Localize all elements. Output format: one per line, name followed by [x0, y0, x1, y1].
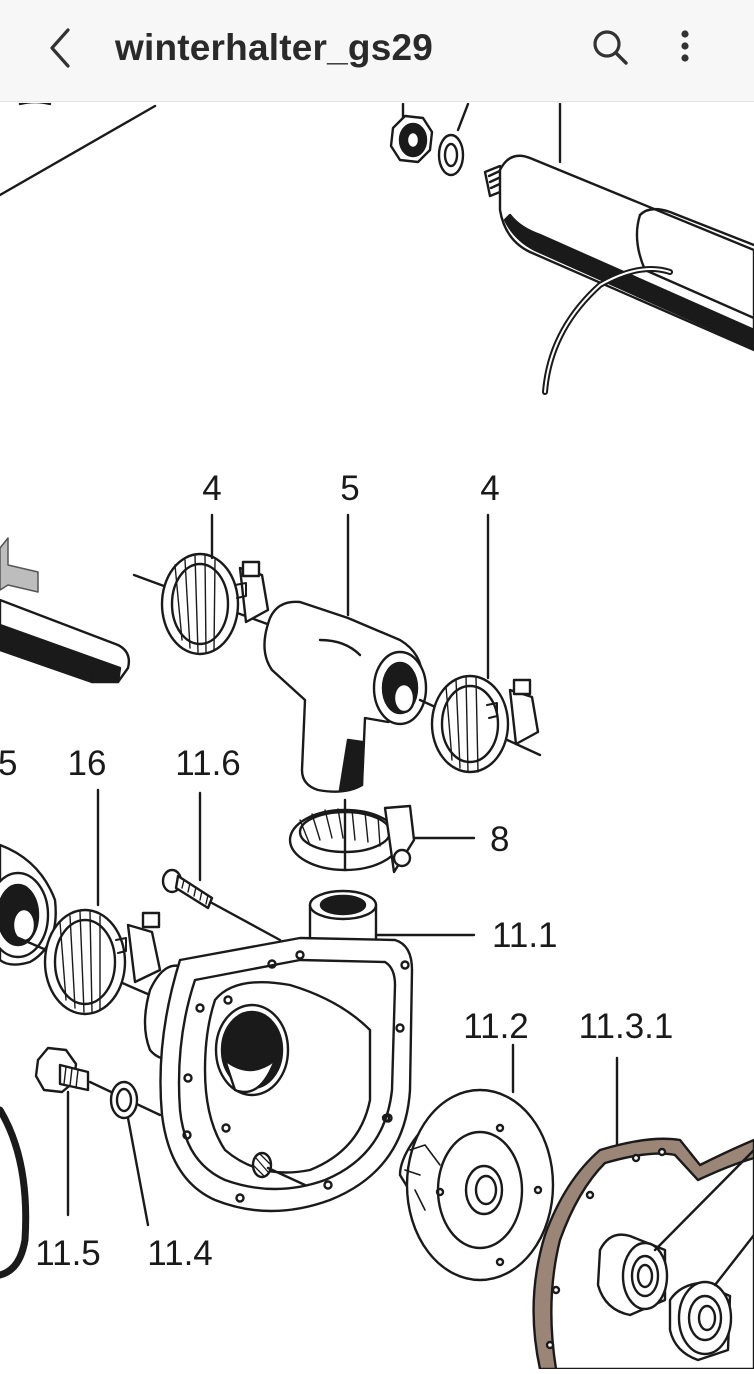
cable-part — [0, 1106, 30, 1279]
impeller-part — [398, 1043, 555, 1282]
part-label-16: 16 — [68, 744, 107, 783]
search-icon — [593, 30, 628, 65]
leader-line — [210, 901, 282, 942]
part-label-11-1: 11.1 — [492, 916, 558, 955]
pump-housing-part — [143, 936, 414, 1213]
part-label-11-6: 11.6 — [175, 744, 241, 783]
gasket-part — [532, 1056, 754, 1371]
heater-tube-part — [483, 154, 754, 395]
parts-diagram: 4 5 4 5 16 11.6 8 11.1 11.2 11.3.1 11.5 … — [0, 100, 754, 1371]
back-button[interactable] — [38, 22, 86, 74]
page-title: winterhalter_gs29 — [115, 27, 434, 68]
nut-part — [389, 114, 434, 164]
part-label-11-4: 11.4 — [147, 1234, 213, 1273]
part-label-15: 5 — [0, 744, 17, 783]
hose-clamp-part — [418, 674, 542, 774]
hose-clamp-part — [132, 552, 272, 656]
part-label-5: 5 — [340, 469, 359, 508]
chevron-left-icon — [50, 28, 70, 68]
leader-line — [456, 102, 470, 132]
part-outline — [18, 100, 52, 106]
hose-part — [0, 598, 131, 684]
more-vertical-icon — [681, 30, 689, 62]
parts-diagram-viewer[interactable]: 4 5 4 5 16 11.6 8 11.1 11.2 11.3.1 11.5 … — [0, 100, 754, 1371]
part-label-8: 8 — [490, 820, 509, 859]
direction-arrow — [0, 537, 39, 593]
t-piece-part — [263, 600, 428, 793]
screw-part — [161, 868, 214, 910]
app-bar: winterhalter_gs29 — [0, 0, 754, 102]
more-options-button[interactable] — [662, 22, 708, 74]
washer-part — [109, 1080, 150, 1227]
washer-part — [437, 133, 465, 177]
part-label-4: 4 — [202, 469, 221, 508]
hose-clamp-part — [288, 798, 416, 874]
leader-line — [0, 104, 157, 197]
hose-clamp-part — [0, 788, 162, 1016]
part-label-4: 4 — [480, 469, 499, 508]
plug-part — [34, 1046, 162, 1217]
part-label-11-2: 11.2 — [463, 1007, 529, 1046]
part-label-11-5: 11.5 — [35, 1234, 101, 1273]
part-label-11-3-1: 11.3.1 — [579, 1007, 674, 1046]
search-button[interactable] — [585, 22, 637, 74]
